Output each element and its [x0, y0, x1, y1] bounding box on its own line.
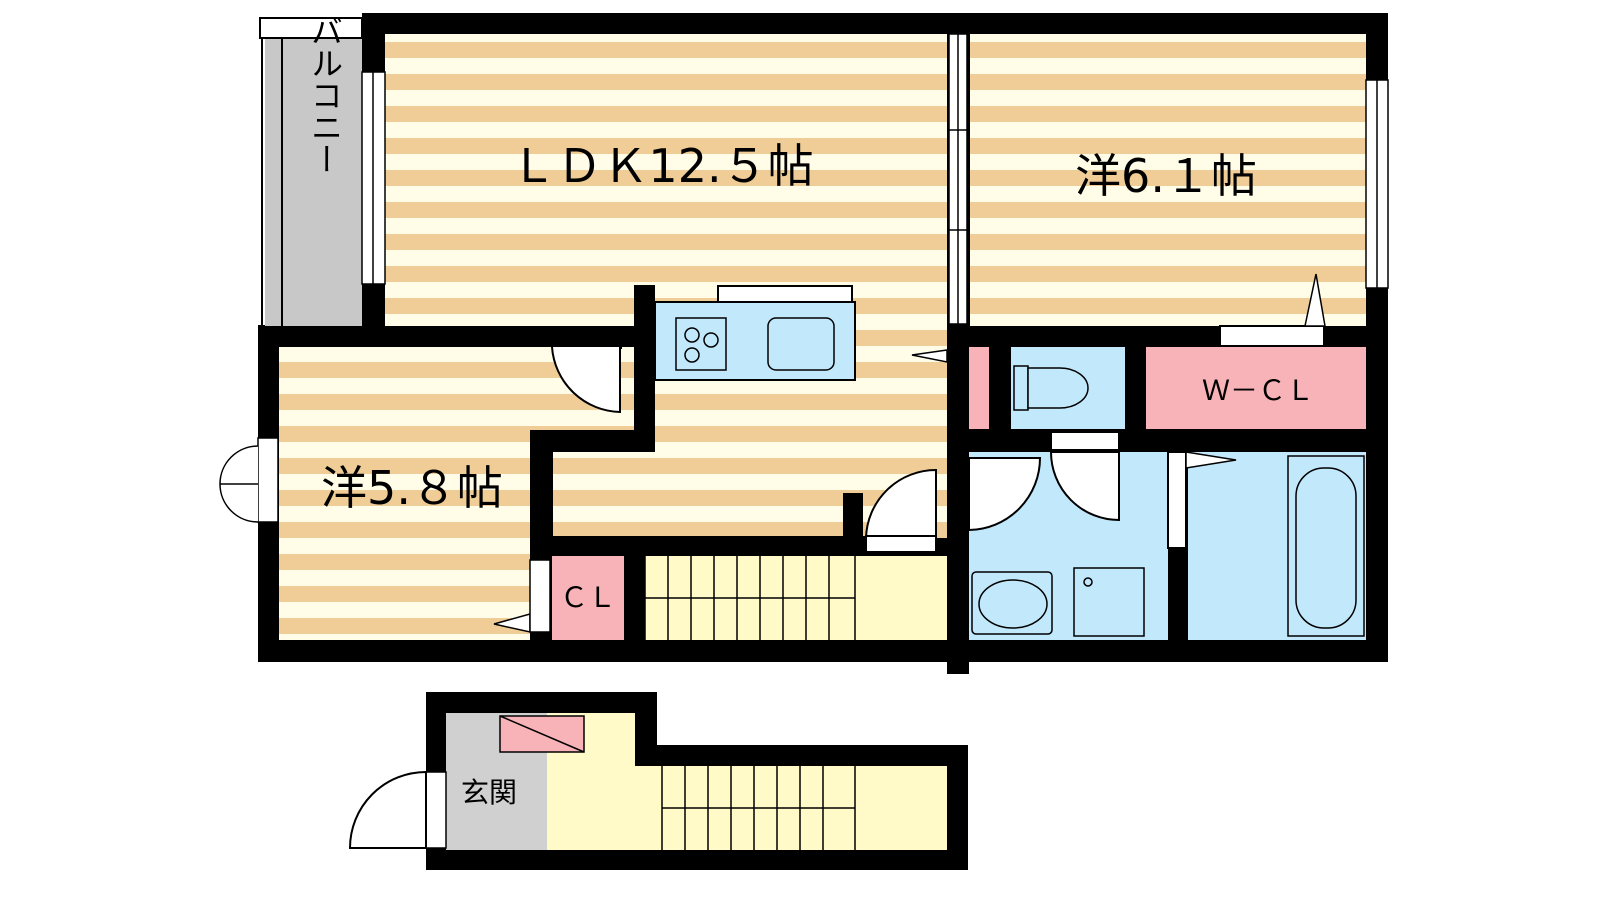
- label-ldk: ＬＤＫ12.５帖: [510, 139, 813, 193]
- washer-drain: [1083, 577, 1093, 587]
- upper-floor: ＬＤＫ12.５帖 洋6.１帖 洋5.８帖 Ｗ－ＣＬ ＣＬ バルコニー: [219, 13, 1389, 674]
- door-swing: [551, 346, 621, 414]
- shoe-box-line: [499, 715, 585, 753]
- upper-stair-treads: [644, 556, 856, 640]
- burner: [703, 332, 719, 348]
- entrance-stairs: [547, 713, 947, 850]
- closet-cl-door: [529, 559, 551, 633]
- bath-door: [1167, 451, 1187, 549]
- label-western-58: 洋5.８帖: [321, 461, 503, 515]
- door-marker: [1185, 451, 1237, 469]
- small-closet: [969, 347, 989, 429]
- door-marker: [911, 349, 948, 363]
- ldk-floor: [385, 34, 947, 326]
- label-balcony: バルコニー: [306, 15, 344, 175]
- sink: [767, 317, 835, 371]
- burner: [684, 327, 700, 343]
- ldk-post: [843, 493, 863, 543]
- door-frame: [865, 535, 937, 553]
- toilet-bowl: [1027, 367, 1089, 409]
- toilet-tank: [1013, 365, 1029, 411]
- kitchen-counter-top: [717, 285, 853, 303]
- door-swing: [968, 457, 1042, 532]
- closet-cl: [552, 556, 624, 640]
- western-61-floor: [970, 34, 1366, 326]
- entrance-stair-treads: [661, 766, 856, 850]
- wcl-room: [1146, 347, 1366, 429]
- toilet-door-frame: [1050, 431, 1120, 451]
- door-swing: [864, 468, 937, 539]
- basin-bowl: [978, 579, 1048, 629]
- label-western-61: 洋6.１帖: [1075, 149, 1257, 203]
- western-58-window: [257, 437, 279, 523]
- ldk-partition-wall: [530, 430, 552, 560]
- entrance-door: [425, 771, 447, 849]
- label-walk-in-closet: Ｗ－ＣＬ: [1202, 374, 1314, 407]
- ldk-partition-wall: [634, 285, 655, 450]
- door-swing: [348, 770, 427, 849]
- ldk-partition-wall: [530, 430, 655, 452]
- washer-pan: [1073, 567, 1145, 637]
- lower-floor: 玄関: [348, 692, 968, 870]
- stair-wall: [530, 536, 866, 556]
- door-swing: [1049, 451, 1120, 522]
- wcl-door: [1219, 325, 1325, 347]
- door-marker: [1304, 273, 1326, 327]
- western-58-floor: [279, 347, 634, 640]
- burner: [684, 347, 700, 363]
- label-closet: ＣＬ: [560, 581, 616, 614]
- label-entrance: 玄関: [461, 776, 517, 809]
- stove: [675, 317, 727, 371]
- balcony-railing: [259, 17, 363, 39]
- bathtub-inner: [1295, 467, 1357, 629]
